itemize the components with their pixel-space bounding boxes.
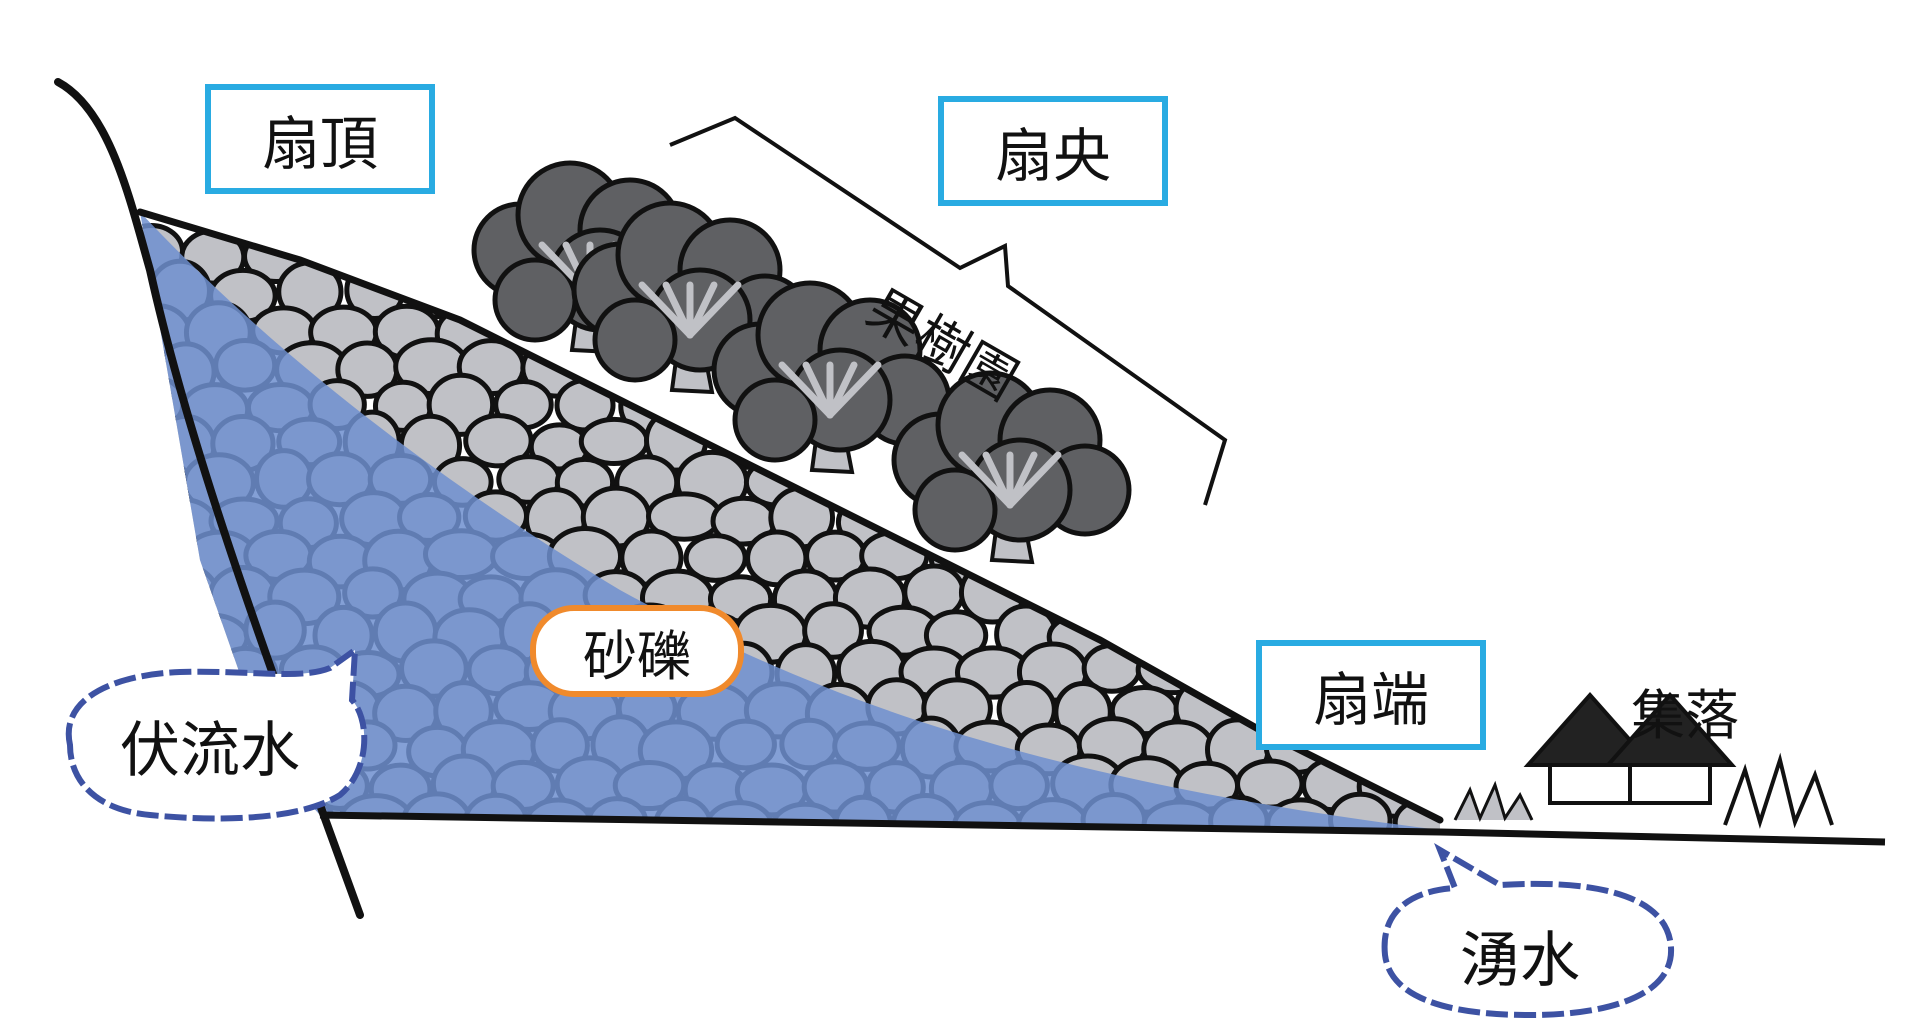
fan-middle-label: 扇央 — [938, 96, 1168, 206]
village-houses — [1453, 691, 1834, 829]
underflow-callout-bubble — [65, 643, 368, 822]
spring-label: 湧水 — [1460, 925, 1580, 996]
tree-4 — [891, 370, 1132, 565]
spring-callout-bubble — [1381, 843, 1675, 1019]
gravel-label: 砂礫 — [530, 605, 744, 697]
fan-toe-label: 扇端 — [1256, 640, 1486, 750]
ground-baseline — [319, 811, 1886, 846]
house-2 — [1603, 691, 1737, 805]
underflow-label: 伏流水 — [120, 715, 300, 786]
village-label: 集落 — [1631, 683, 1739, 747]
fan-apex-label: 扇頂 — [205, 84, 435, 194]
fan-surface-line — [136, 208, 1444, 824]
orchard-trees — [471, 160, 1132, 565]
orchard-range-bracket — [669, 115, 1228, 506]
groundwater-underflow — [140, 212, 1440, 830]
